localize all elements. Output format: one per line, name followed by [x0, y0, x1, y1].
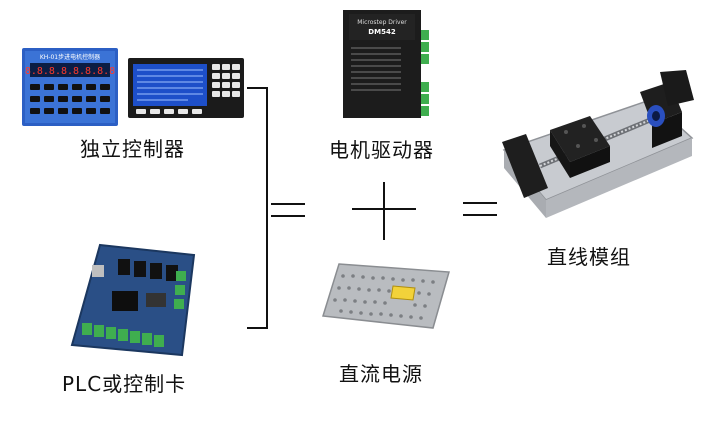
- controller1-title: KH-01步进电机控制器: [40, 53, 100, 61]
- linear-module-label: 直线模组: [547, 245, 631, 269]
- svg-text:8.8.8.8.8.8.8.8: 8.8.8.8.8.8.8.8: [25, 66, 115, 77]
- dc-power-supply-label: 直流电源: [339, 362, 423, 386]
- equals-sign-left-bottom: [271, 215, 305, 217]
- standalone-controller-label: 独立控制器: [80, 137, 185, 161]
- linear-module-image: [502, 70, 694, 218]
- bracket-vertical-line: [266, 87, 268, 329]
- driver-brand: Microstep Driver: [357, 19, 407, 26]
- equals-sign-right-top: [463, 202, 497, 204]
- standalone-controller-2-image: [128, 58, 244, 118]
- bracket-bottom-tick: [247, 327, 268, 329]
- plc-board-image: [70, 243, 196, 357]
- plus-sign-vertical: [383, 182, 385, 240]
- equals-sign-left-top: [271, 203, 305, 205]
- motor-driver-image: Microstep Driver DM542: [343, 10, 429, 118]
- standalone-controller-1-image: KH-01步进电机控制器 8.8.8.8.8.8.8.8: [22, 48, 118, 126]
- power-supply-image: [322, 263, 450, 329]
- motor-driver-label: 电机驱动器: [329, 138, 434, 162]
- bracket-top-tick: [247, 87, 268, 89]
- plc-card-label: PLC或控制卡: [62, 372, 187, 396]
- driver-model: DM542: [368, 28, 396, 36]
- equals-sign-right-bottom: [463, 214, 497, 216]
